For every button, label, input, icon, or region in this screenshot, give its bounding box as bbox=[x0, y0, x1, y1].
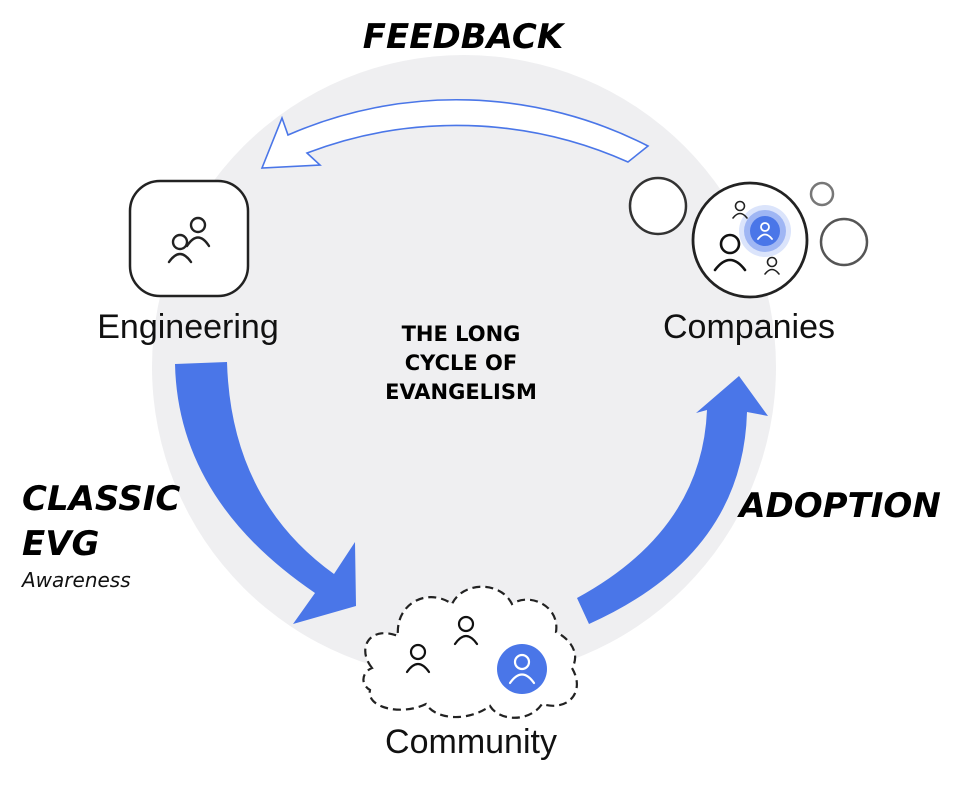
group-icon bbox=[167, 216, 211, 264]
center-title-line-1: THE LONG bbox=[402, 322, 521, 346]
bubble-icon bbox=[809, 181, 835, 207]
person-icon bbox=[713, 233, 747, 272]
center-title-line-2: CYCLE OF bbox=[405, 351, 518, 375]
person-icon bbox=[732, 200, 748, 219]
bubble-icon bbox=[628, 176, 688, 236]
person-icon bbox=[453, 615, 479, 646]
engineering-label: Engineering bbox=[97, 308, 278, 346]
person-icon bbox=[764, 256, 780, 275]
classic-label-line-1: CLASSIC bbox=[22, 479, 180, 519]
person-icon bbox=[757, 222, 773, 240]
engineering-box bbox=[128, 179, 250, 298]
bubble-icon bbox=[819, 217, 869, 267]
adoption-label: ADOPTION bbox=[736, 486, 941, 526]
classic-label-line-2: EVG bbox=[22, 524, 99, 564]
feedback-arrow bbox=[260, 98, 650, 169]
cycle-background bbox=[152, 55, 776, 679]
person-icon bbox=[508, 653, 536, 685]
feedback-label: FEEDBACK bbox=[363, 17, 566, 57]
community-label: Community bbox=[385, 723, 557, 761]
adoption-arrow bbox=[577, 376, 768, 624]
classic-sub-label: Awareness bbox=[20, 568, 131, 592]
companies-label: Companies bbox=[663, 308, 835, 346]
person-icon bbox=[405, 643, 431, 674]
center-title-line-3: EVANGELISM bbox=[385, 380, 537, 404]
classic-evg-arrow bbox=[175, 362, 356, 624]
